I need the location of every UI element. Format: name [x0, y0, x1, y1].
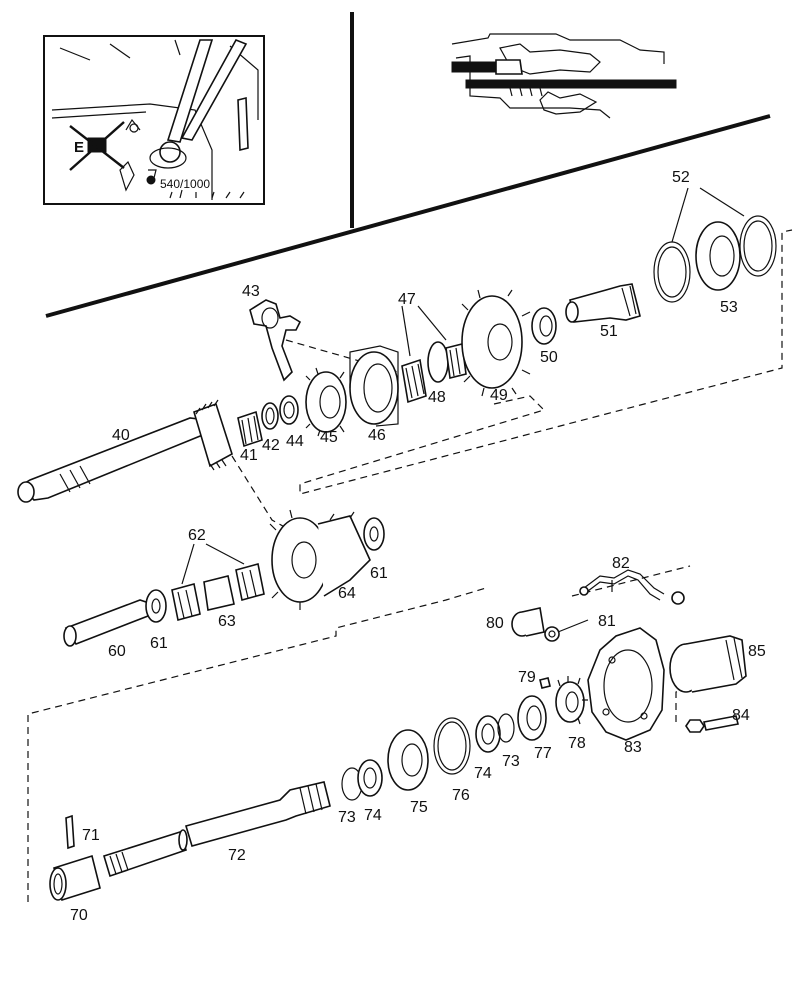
ring-74a: [357, 759, 383, 797]
callout-84: 84: [732, 707, 750, 724]
callout-64: 64: [338, 585, 356, 602]
callout-78: 78: [568, 735, 586, 752]
fork-43: [249, 299, 302, 382]
lever-inset: E 540/1000: [43, 35, 265, 205]
hub-85: [669, 635, 747, 693]
nut-78: [555, 676, 588, 725]
callout-61-left: 61: [150, 635, 168, 652]
callout-60: 60: [108, 643, 126, 660]
callout-63: 63: [218, 613, 236, 630]
washer-44: [279, 395, 299, 425]
callout-44: 44: [286, 433, 304, 450]
callout-48: 48: [428, 389, 446, 406]
callout-46: 46: [368, 427, 386, 444]
pin-71: [65, 814, 75, 850]
shaft-40: [17, 399, 233, 503]
plug-80: [511, 607, 545, 637]
cluster-gear-64: [269, 509, 375, 610]
spacer-63: [203, 575, 235, 611]
callout-80: 80: [486, 615, 504, 632]
bearing-77: [517, 695, 547, 741]
callout-42: 42: [262, 437, 280, 454]
sleeve-46: [349, 345, 399, 427]
sleeve-70: [49, 854, 101, 902]
callout-79: 79: [518, 669, 536, 686]
callout-83: 83: [624, 739, 642, 756]
pto-shaft-bar: [465, 79, 677, 89]
speed-label: 540/1000: [160, 177, 210, 191]
callout-43: 43: [242, 283, 260, 300]
circlip-76: [433, 717, 471, 775]
circlip-52b: [739, 215, 777, 277]
callout-82: 82: [612, 555, 630, 572]
shaft-51: [565, 283, 641, 323]
bearing-53: [695, 221, 741, 291]
callout-81: 81: [598, 613, 616, 630]
callout-72: 72: [228, 847, 246, 864]
shaft-60: [63, 599, 154, 647]
circlip-73b: [497, 713, 515, 743]
callout-73-right: 73: [502, 753, 520, 770]
callout-61-right: 61: [370, 565, 388, 582]
gear-49: [461, 289, 531, 397]
circlip-52a: [653, 241, 691, 303]
bolt-84: [685, 715, 739, 733]
callout-85: 85: [748, 643, 766, 660]
callout-75: 75: [410, 799, 428, 816]
gear-45: [305, 367, 347, 437]
gearbox-schematic: [451, 33, 677, 119]
bearings-47-48: [401, 341, 467, 404]
bearing-75: [387, 729, 429, 791]
callout-74-right: 74: [474, 765, 492, 782]
leader-lines: [181, 187, 745, 633]
bearing-62a: [171, 583, 201, 621]
diagonal-divider: [45, 114, 771, 318]
callout-51: 51: [600, 323, 618, 340]
callout-53: 53: [720, 299, 738, 316]
callout-73-left: 73: [338, 809, 356, 826]
callout-62: 62: [188, 527, 206, 544]
callout-74-left: 74: [364, 807, 382, 824]
shaft-72: [103, 781, 331, 878]
pipe-82: [579, 569, 685, 605]
input-shaft-bar: [451, 61, 497, 73]
seal-81: [544, 626, 560, 642]
bearing-62b: [235, 563, 265, 601]
ring-42: [261, 402, 279, 430]
callout-40: 40: [112, 427, 130, 444]
callout-41: 41: [240, 447, 258, 464]
ring-74b: [475, 715, 501, 753]
washer-61b: [363, 517, 385, 551]
housing-83: [587, 627, 665, 741]
callout-71: 71: [82, 827, 100, 844]
callout-50: 50: [540, 349, 558, 366]
callout-47: 47: [398, 291, 416, 308]
callout-76: 76: [452, 787, 470, 804]
washer-61a: [145, 589, 167, 623]
key-79: [539, 677, 551, 689]
callouts: 40 41 42 43 44 45 46 47 48 49 50 51 52 5…: [70, 169, 766, 924]
callout-52: 52: [672, 169, 690, 186]
callout-77: 77: [534, 745, 552, 762]
inset-marker-letter: E: [74, 139, 84, 156]
callout-49: 49: [490, 387, 508, 404]
callout-45: 45: [320, 429, 338, 446]
callout-70: 70: [70, 907, 88, 924]
bearing-41: [237, 410, 263, 448]
washer-50: [531, 307, 557, 345]
